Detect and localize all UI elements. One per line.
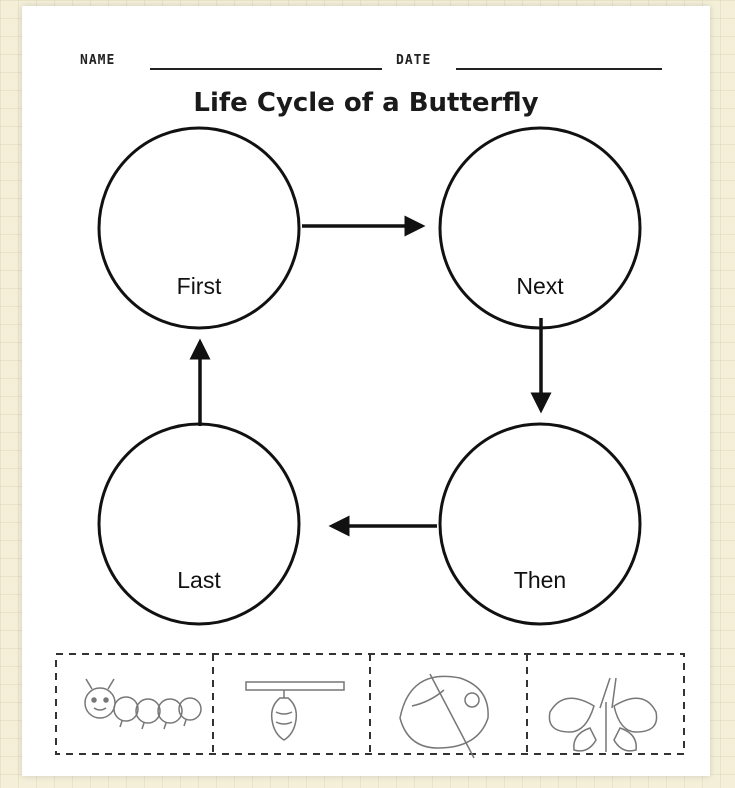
label-next: Next bbox=[516, 273, 564, 299]
chrysalis-icon bbox=[246, 682, 344, 740]
worksheet: NAME DATE Life Cycle of a Butterfly Firs… bbox=[22, 6, 710, 776]
label-first: First bbox=[177, 273, 222, 299]
egg-on-leaf-icon bbox=[400, 674, 488, 758]
circle-then bbox=[440, 424, 640, 624]
caterpillar-icon bbox=[85, 679, 201, 729]
life-cycle-diagram: First Next Then Last bbox=[22, 6, 710, 776]
butterfly-icon bbox=[549, 678, 656, 752]
label-last: Last bbox=[177, 567, 221, 593]
label-then: Then bbox=[514, 567, 566, 593]
circle-last bbox=[99, 424, 299, 624]
